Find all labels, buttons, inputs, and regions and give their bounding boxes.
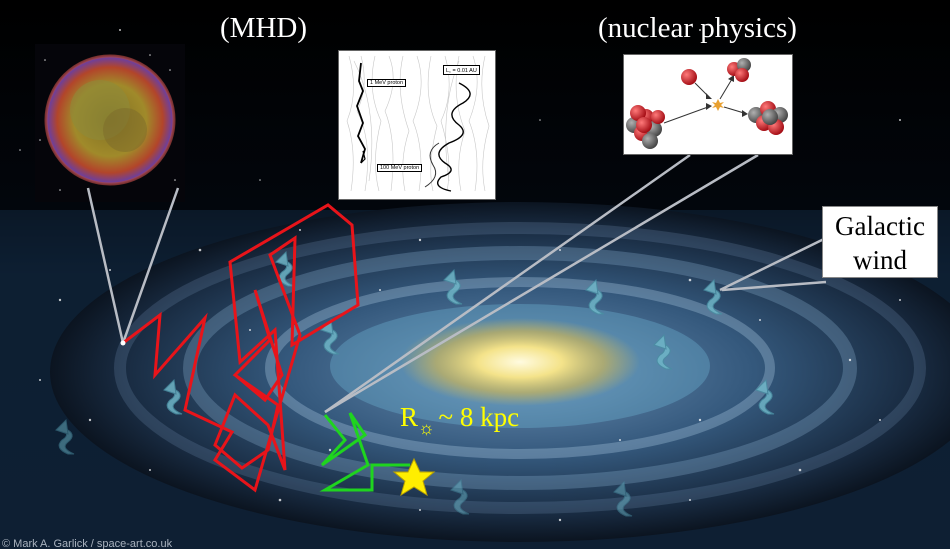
fragment-nucleus [727, 58, 751, 82]
label-100mev-proton: 100 MeV proton [377, 164, 423, 172]
wind-arrows [55, 250, 775, 517]
label-coherence-length: L꜀ = 0.01 AU [443, 65, 480, 75]
target-nucleus [626, 105, 665, 149]
curved-arrow-icon [703, 278, 723, 315]
collision-spark-icon [712, 99, 724, 111]
trajectory-inset: 1 MeV proton L꜀ = 0.01 AU 100 MeV proton [338, 50, 496, 200]
connector-lines [86, 153, 827, 414]
solar-radius-label: R☼~ 8 kpc [400, 402, 520, 438]
cosmic-ray-path-red [122, 203, 360, 493]
r-sun-symbol: R [400, 402, 419, 432]
nuclear-physics-label: (nuclear physics) [598, 12, 797, 44]
star-icon [392, 457, 436, 497]
sun-symbol-icon: ☼ [418, 418, 435, 438]
nuclear-reaction-inset [623, 54, 793, 155]
mhd-label: (MHD) [220, 12, 307, 44]
galactic-wind-line2: wind [853, 245, 907, 275]
source-point [120, 340, 126, 346]
label-1mev-proton: 1 MeV proton [367, 79, 407, 87]
product-nucleus [748, 101, 788, 135]
galactic-wind-label: Galactic wind [822, 206, 938, 278]
cosmic-ray-path-green [319, 412, 410, 492]
r-sun-value: ~ 8 kpc [438, 402, 520, 432]
galactic-bulge [400, 318, 640, 406]
image-credit: © Mark A. Garlick / space-art.co.uk [2, 538, 173, 549]
star-field [19, 29, 901, 522]
galactic-wind-line1: Galactic [835, 211, 925, 241]
nuclear-reaction-diagram [626, 58, 788, 149]
incident-proton [681, 69, 697, 85]
